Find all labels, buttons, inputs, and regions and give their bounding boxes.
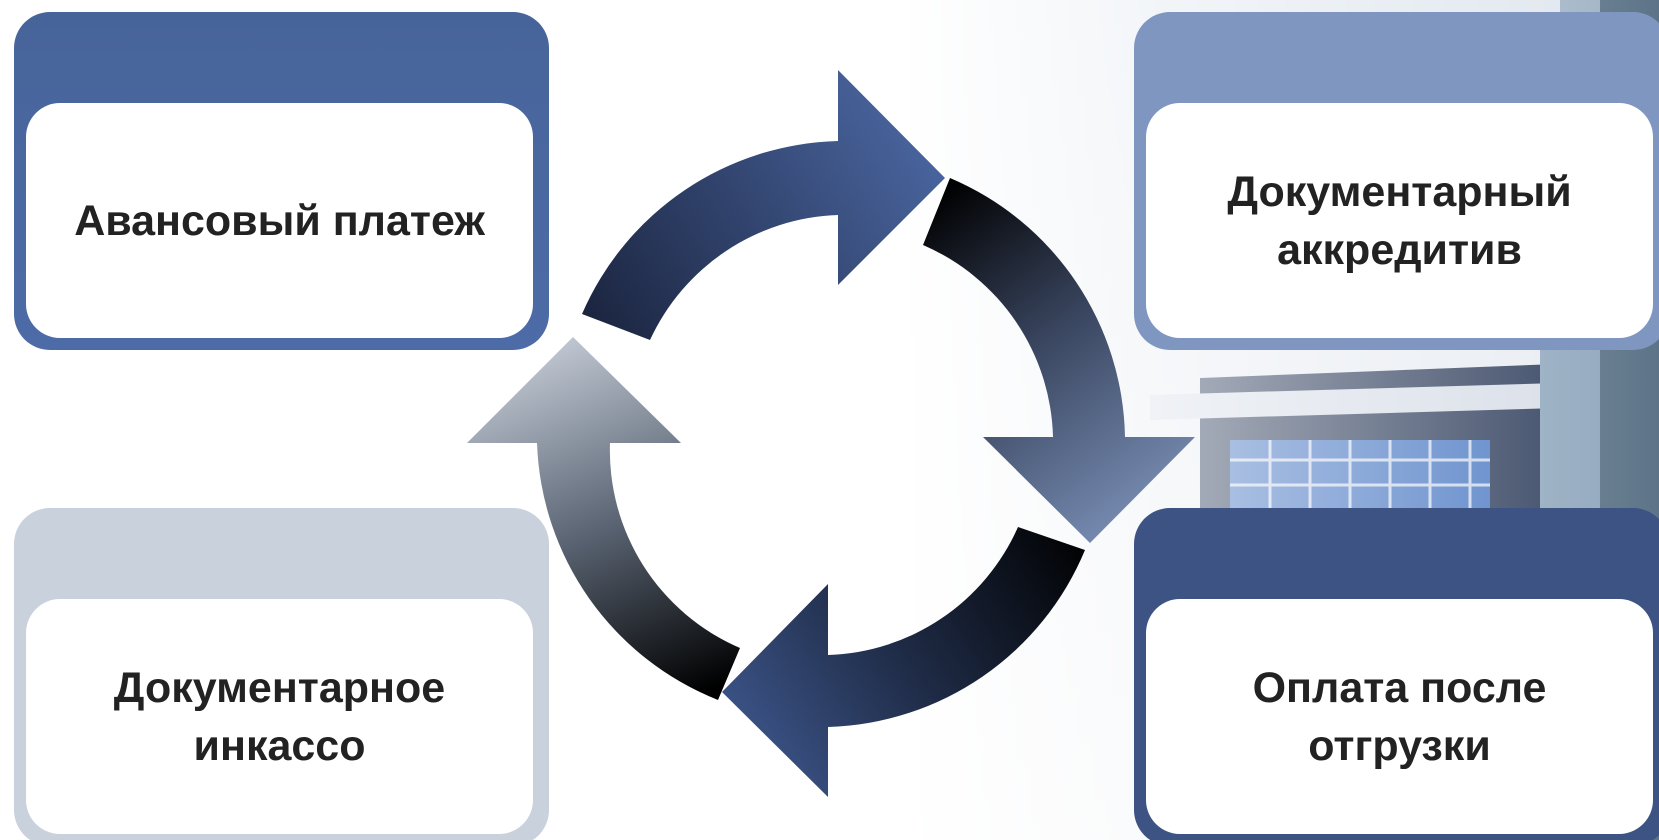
card-documentary-credit-body: Документарный аккредитив xyxy=(1146,103,1653,338)
card-documentary-collection-body: Документарное инкассо xyxy=(26,599,533,834)
arrow-left xyxy=(467,337,740,700)
card-advance-payment-label: Авансовый платеж xyxy=(74,196,485,245)
card-open-account: Оплата после отгрузки xyxy=(1134,508,1659,840)
card-documentary-collection-label: Документарное инкассо xyxy=(113,663,446,770)
arrow-top xyxy=(582,70,945,340)
card-advance-payment: Авансовый платеж xyxy=(14,12,549,350)
card-advance-payment-body: Авансовый платеж xyxy=(26,103,533,338)
card-documentary-credit-label: Документарный аккредитив xyxy=(1227,167,1572,274)
card-open-account-body: Оплата после отгрузки xyxy=(1146,599,1653,834)
card-open-account-label: Оплата после отгрузки xyxy=(1252,663,1547,770)
card-documentary-collection: Документарное инкассо xyxy=(14,508,549,840)
arrow-right xyxy=(923,178,1195,543)
arrow-bottom xyxy=(722,527,1085,797)
card-documentary-credit: Документарный аккредитив xyxy=(1134,12,1659,350)
